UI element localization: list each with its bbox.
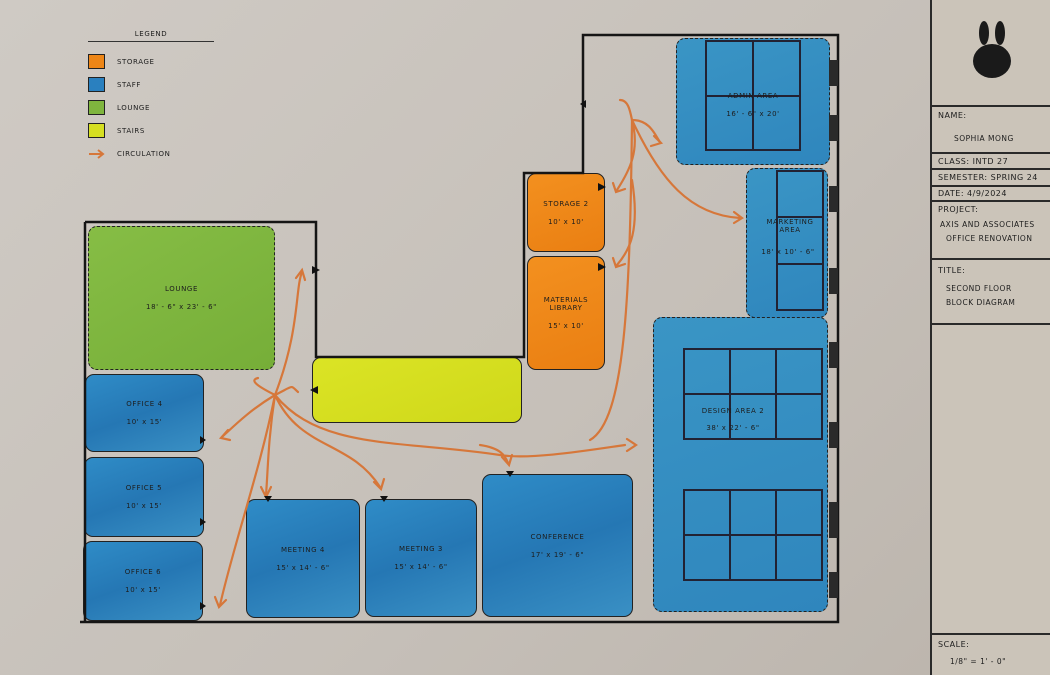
room-lounge: LOUNGE 18' - 6" x 23' - 6"	[88, 226, 275, 370]
room-size: 10' x 10'	[548, 217, 584, 226]
room-name: MATERIALS LIBRARY	[543, 296, 589, 312]
date-field: DATE: 4/9/2024	[938, 189, 1007, 198]
semester-field: SEMESTER: SPRING 24	[938, 173, 1038, 182]
legend-title: LEGEND	[88, 30, 214, 42]
room-office-4: OFFICE 4 10' x 15'	[85, 374, 204, 452]
design-workstation-grid-top	[683, 348, 823, 440]
project-label: PROJECT:	[938, 205, 979, 214]
student-name: SOPHIA MONG	[954, 134, 1014, 143]
room-name: CONFERENCE	[530, 532, 585, 541]
bunny-logo-icon	[973, 21, 1011, 78]
legend-item-lounge: LOUNGE	[88, 96, 214, 119]
room-marketing-area	[746, 168, 828, 318]
room-name: LOUNGE	[165, 285, 198, 293]
windows	[829, 60, 838, 598]
exterior-walls	[80, 33, 840, 624]
legend: LEGEND STORAGE STAFF LOUNGE STAIRS CIRCU…	[88, 30, 214, 165]
admin-area-name: ADMIN AREA	[727, 92, 779, 100]
room-size: 10' x 15'	[126, 418, 163, 426]
project-line-2: OFFICE RENOVATION	[946, 234, 1033, 243]
project-line-1: AXIS AND ASSOCIATES	[940, 220, 1035, 229]
room-storage-2: STORAGE 2 10' x 10'	[527, 173, 605, 252]
room-name: OFFICE 4	[126, 400, 163, 408]
door-markers	[200, 100, 606, 610]
scale-label: SCALE:	[938, 640, 970, 649]
room-name: OFFICE 5	[125, 484, 163, 492]
room-size: 15' x 14' - 6"	[276, 563, 330, 572]
room-size: 15' x 10'	[548, 322, 584, 330]
legend-label: STAFF	[117, 80, 142, 89]
room-size: 17' x 19' - 6"	[530, 550, 585, 559]
design-workstation-grid-bottom	[683, 489, 823, 581]
divider	[932, 633, 1050, 635]
legend-label: STORAGE	[117, 57, 155, 66]
room-size: 10' x 15'	[125, 586, 161, 594]
floor-plan-lines	[80, 33, 840, 624]
room-name: MEETING 4	[281, 545, 325, 554]
room-meeting-4: MEETING 4 15' x 14' - 6"	[246, 499, 360, 618]
admin-area-size: 16' - 6" x 20'	[726, 110, 780, 118]
design-area-name: DESIGN AREA 2	[701, 407, 765, 415]
room-name: MEETING 3	[399, 545, 443, 553]
title-line-1: SECOND FLOOR	[946, 284, 1012, 293]
room-conference: CONFERENCE 17' x 19' - 6"	[482, 474, 633, 617]
circulation-arrow-icon	[89, 148, 105, 159]
legend-item-stairs: STAIRS	[88, 119, 214, 142]
scale-value: 1/8" = 1' - 0"	[950, 657, 1007, 666]
title-block: NAME: SOPHIA MONG CLASS: INTD 27 SEMESTE…	[930, 0, 1050, 675]
stairs-swatch	[88, 123, 105, 138]
legend-item-circulation: CIRCULATION	[88, 142, 214, 165]
name-label: NAME:	[938, 111, 967, 120]
staff-swatch	[88, 77, 105, 92]
title-line-2: BLOCK DIAGRAM	[946, 298, 1016, 307]
legend-item-storage: STORAGE	[88, 50, 214, 73]
lounge-swatch	[88, 100, 105, 115]
room-meeting-3: MEETING 3 15' x 14' - 6"	[365, 499, 477, 617]
storage-swatch	[88, 54, 105, 69]
divider	[932, 185, 1050, 187]
divider	[932, 152, 1050, 154]
divider	[932, 200, 1050, 202]
divider	[932, 258, 1050, 260]
arrowheads	[213, 134, 744, 609]
marketing-workstation-grid	[776, 170, 824, 311]
divider	[932, 168, 1050, 170]
class-field: CLASS: INTD 27	[938, 157, 1009, 166]
room-name: STORAGE 2	[543, 199, 589, 208]
legend-label: CIRCULATION	[117, 149, 171, 158]
room-size: 18' - 6" x 23' - 6"	[146, 303, 217, 311]
marketing-area-size: 18' x 10' - 6"	[761, 248, 815, 256]
room-design-area-2	[653, 317, 828, 612]
room-size: 15' x 14' - 6"	[394, 563, 448, 571]
divider	[932, 323, 1050, 325]
room-office-6: OFFICE 6 10' x 15'	[83, 541, 203, 621]
room-name: OFFICE 6	[124, 568, 162, 576]
design-area-size: 38' x 22' - 6"	[706, 424, 760, 432]
legend-label: LOUNGE	[117, 103, 150, 112]
room-size: 10' x 15'	[126, 502, 162, 510]
circulation-arrows	[213, 98, 744, 609]
legend-item-staff: STAFF	[88, 73, 214, 96]
divider	[932, 105, 1050, 107]
marketing-area-name: MARKETING AREA	[766, 218, 814, 234]
title-label: TITLE:	[938, 266, 966, 275]
room-materials-library: MATERIALS LIBRARY 15' x 10'	[527, 256, 605, 370]
legend-label: STAIRS	[117, 126, 145, 135]
admin-workstation-grid	[705, 40, 801, 151]
